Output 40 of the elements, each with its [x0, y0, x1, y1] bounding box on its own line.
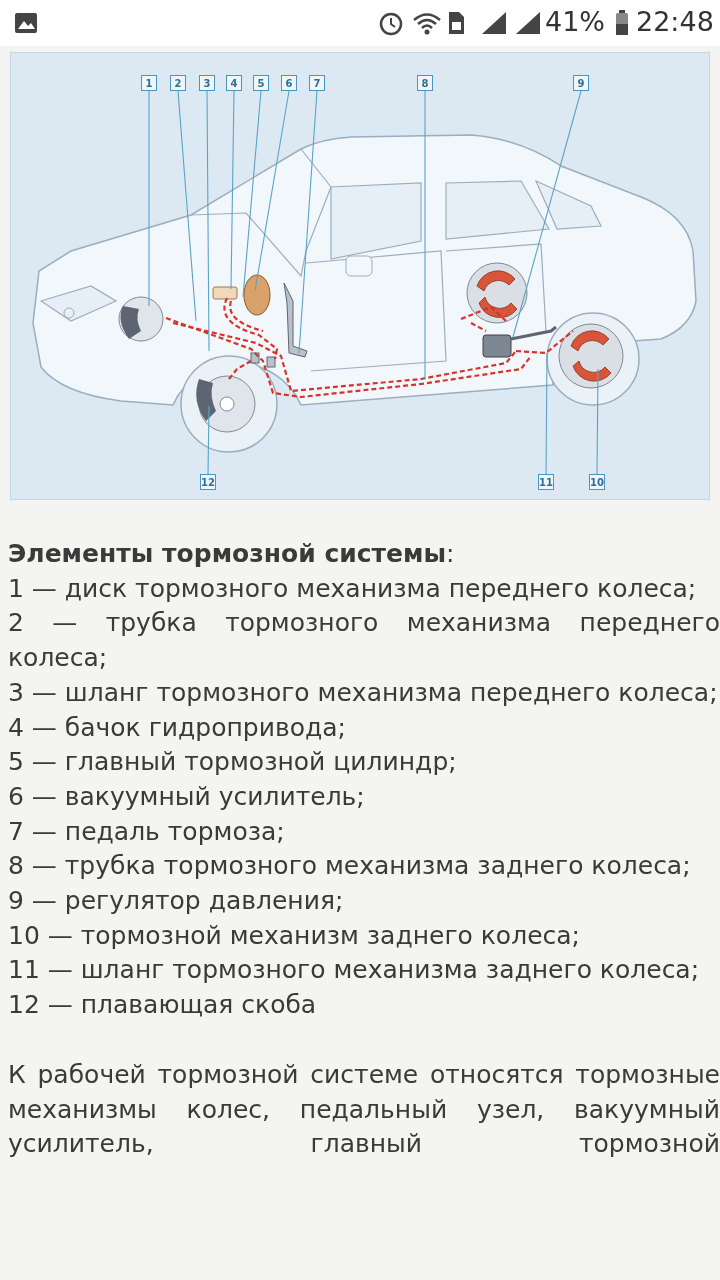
callout-number: 6	[281, 75, 297, 91]
clock-text: 22:48	[636, 6, 714, 37]
list-item: 10 — тормозной механизм заднего колеса;	[8, 919, 581, 952]
leader-line	[207, 405, 210, 475]
leader-line	[298, 90, 318, 354]
list-item: 3 — шланг тормозного механизма переднего колеса;	[8, 676, 719, 709]
list-item: 12 — плавающая скоба	[8, 989, 318, 1022]
list-item: 8 — трубка тормозного механизма заднего колеса;	[8, 850, 692, 883]
leader-line	[512, 90, 582, 338]
callout-number: 3	[199, 75, 215, 91]
callout-number: 2	[170, 75, 186, 91]
list-item: 7 — педаль тормоза;	[8, 815, 286, 848]
callout-number: 12	[200, 474, 216, 490]
heading: Элементы тормозной системы:	[8, 538, 456, 570]
leader-line	[254, 90, 290, 292]
list-item: 5 — главный тормозной цилиндр;	[8, 746, 458, 779]
callout-number: 7	[309, 75, 325, 91]
list-item: 2 — трубка тормозного механизма переднего колеса;	[8, 607, 720, 675]
battery-level-text: 41%	[545, 6, 605, 37]
callout-number: 10	[589, 474, 605, 490]
leader-line	[424, 90, 426, 380]
leader-line	[230, 90, 235, 290]
list-item: 1 — диск тормозного механизма переднего колеса;	[8, 572, 698, 605]
callout-number: 1	[141, 75, 157, 91]
callout-number: 8	[417, 75, 433, 91]
leader-line	[206, 90, 210, 352]
leader-line	[177, 90, 197, 322]
list-item: 4 — бачок гидропривода;	[8, 711, 347, 744]
leader-line	[545, 352, 548, 475]
list-item: 9 — регулятор давления;	[8, 885, 345, 918]
leader-line	[596, 368, 599, 475]
callout-number: 4	[226, 75, 242, 91]
callout-number: 9	[573, 75, 589, 91]
leader-line	[148, 90, 150, 307]
list-item: 11 — шланг тормозного механизма заднего колеса;	[8, 954, 701, 987]
leader-line	[242, 90, 262, 298]
callout-number: 11	[538, 474, 554, 490]
paragraph: К рабочей тормозной системе относятся тормозные механизмы колес, педальный узел, вакуумный усилитель, главный тормозной	[8, 1058, 720, 1161]
list-item: 6 — вакуумный усилитель;	[8, 780, 366, 813]
callout-number: 5	[253, 75, 269, 91]
